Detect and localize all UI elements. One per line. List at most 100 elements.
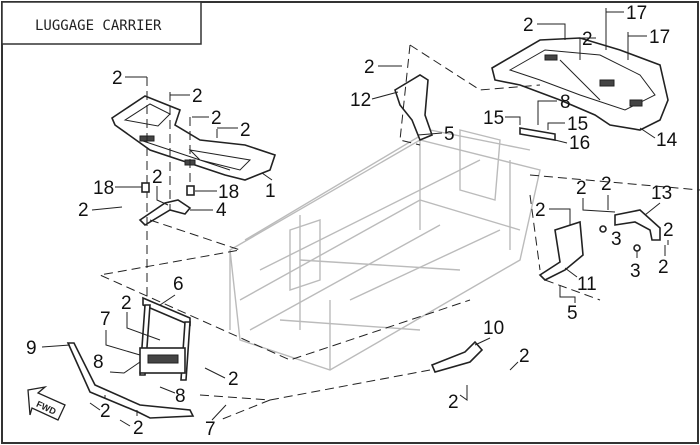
callout-2: 2 xyxy=(576,178,616,213)
callout-9: 9 xyxy=(26,338,71,359)
callout-number: 12 xyxy=(350,90,371,111)
callout-number: 7 xyxy=(100,309,111,330)
callout-number: 17 xyxy=(649,27,670,48)
callout-6: 6 xyxy=(159,274,184,306)
callout-2: 2 xyxy=(509,346,530,371)
callout-12: 12 xyxy=(350,90,399,111)
callout-number: 10 xyxy=(483,318,504,339)
callout-8: 8 xyxy=(159,386,186,407)
callout-number: 11 xyxy=(577,274,597,295)
callout-17: 17 xyxy=(605,3,647,50)
callout-13: 13 xyxy=(644,183,672,216)
callout-number: 2 xyxy=(240,120,251,141)
callout-18: 18 xyxy=(186,182,239,203)
callout-2: 2 xyxy=(192,108,222,129)
callout-number: 2 xyxy=(121,293,132,314)
callout-number: 15 xyxy=(567,114,588,135)
callout-number: 1 xyxy=(265,181,276,202)
callout-number: 2 xyxy=(152,167,163,188)
bracket-11 xyxy=(538,220,584,281)
callouts: 2 2 2 2 1 18 18 2 2 4 6 2 7 9 8 8 2 2 2 … xyxy=(26,3,678,440)
callout-2: 2 xyxy=(364,57,402,78)
bracket-4 xyxy=(138,199,192,227)
callout-number: 8 xyxy=(93,352,104,373)
callout-number: 6 xyxy=(173,274,184,295)
callout-2: 2 xyxy=(152,167,169,206)
title-box xyxy=(1,1,202,45)
callout-number: 9 xyxy=(26,338,37,359)
callout-2: 2 xyxy=(217,120,251,141)
callout-2: 2 xyxy=(119,410,144,439)
callout-number: 8 xyxy=(560,92,571,113)
callout-number: 5 xyxy=(444,124,455,145)
callout-8: 8 xyxy=(537,92,571,125)
callout-2: 2 xyxy=(112,68,147,89)
callout-number: 2 xyxy=(228,369,239,390)
front-bracket-6 xyxy=(139,296,191,381)
callout-2: 2 xyxy=(78,200,123,221)
callout-5: 5 xyxy=(417,124,455,145)
callout-2: 2 xyxy=(89,395,111,422)
callout-2: 2 xyxy=(204,367,239,390)
callout-number: 2 xyxy=(582,29,593,50)
callout-number: 15 xyxy=(483,108,504,129)
callout-2: 2 xyxy=(535,200,571,225)
callout-15: 15 xyxy=(547,114,588,135)
assembly-lines xyxy=(98,44,700,421)
callout-number: 2 xyxy=(133,418,144,439)
callout-number: 18 xyxy=(218,182,239,203)
callout-17: 17 xyxy=(627,27,670,60)
callout-number: 2 xyxy=(523,15,534,36)
bumper-9 xyxy=(66,342,195,419)
callout-2: 2 xyxy=(658,245,669,278)
callout-3: 3 xyxy=(599,225,622,250)
callout-11: 11 xyxy=(564,267,597,295)
callout-14: 14 xyxy=(639,127,678,151)
callout-number: 2 xyxy=(364,57,375,78)
callout-16: 16 xyxy=(554,133,590,154)
callout-2: 2 xyxy=(579,29,596,60)
callout-7: 7 xyxy=(205,404,227,440)
callout-18: 18 xyxy=(93,178,150,199)
callout-2: 2 xyxy=(121,293,161,341)
strip-16 xyxy=(519,127,556,141)
handle-13 xyxy=(614,209,661,241)
callout-number: 7 xyxy=(205,419,216,440)
rear-carrier xyxy=(491,37,669,131)
callout-number: 2 xyxy=(658,257,669,278)
callout-number: 2 xyxy=(448,392,459,413)
callout-2: 2 xyxy=(523,15,566,40)
callout-number: 2 xyxy=(211,108,222,129)
callout-number: 13 xyxy=(651,183,672,204)
fwd-arrow-icon: FWD xyxy=(27,385,66,421)
main-frame xyxy=(229,129,541,371)
callout-number: 2 xyxy=(535,200,546,221)
callout-2: 2 xyxy=(663,220,674,245)
callout-number: 2 xyxy=(112,68,123,89)
callout-2: 2 xyxy=(601,174,612,210)
callout-10: 10 xyxy=(474,318,504,346)
callout-2: 2 xyxy=(448,385,468,413)
callout-2: 2 xyxy=(170,86,203,107)
callout-number: 4 xyxy=(216,200,227,221)
callout-4: 4 xyxy=(190,200,227,221)
callout-1: 1 xyxy=(261,172,276,202)
callout-5: 5 xyxy=(559,285,578,324)
callout-3: 3 xyxy=(630,244,641,282)
callout-number: 8 xyxy=(175,386,186,407)
callout-number: 2 xyxy=(519,346,530,367)
callout-number: 2 xyxy=(192,86,203,107)
bracket-12 xyxy=(394,74,434,142)
callout-number: 2 xyxy=(78,200,89,221)
callout-number: 2 xyxy=(663,220,674,241)
callout-8: 8 xyxy=(93,352,141,374)
callout-number: 2 xyxy=(576,178,587,199)
diagram-title: LUGGAGE CARRIER xyxy=(35,18,162,34)
callout-number: 17 xyxy=(626,3,647,24)
callout-number: 3 xyxy=(611,229,622,250)
bracket-10 xyxy=(430,340,484,373)
callout-number: 5 xyxy=(567,303,578,324)
